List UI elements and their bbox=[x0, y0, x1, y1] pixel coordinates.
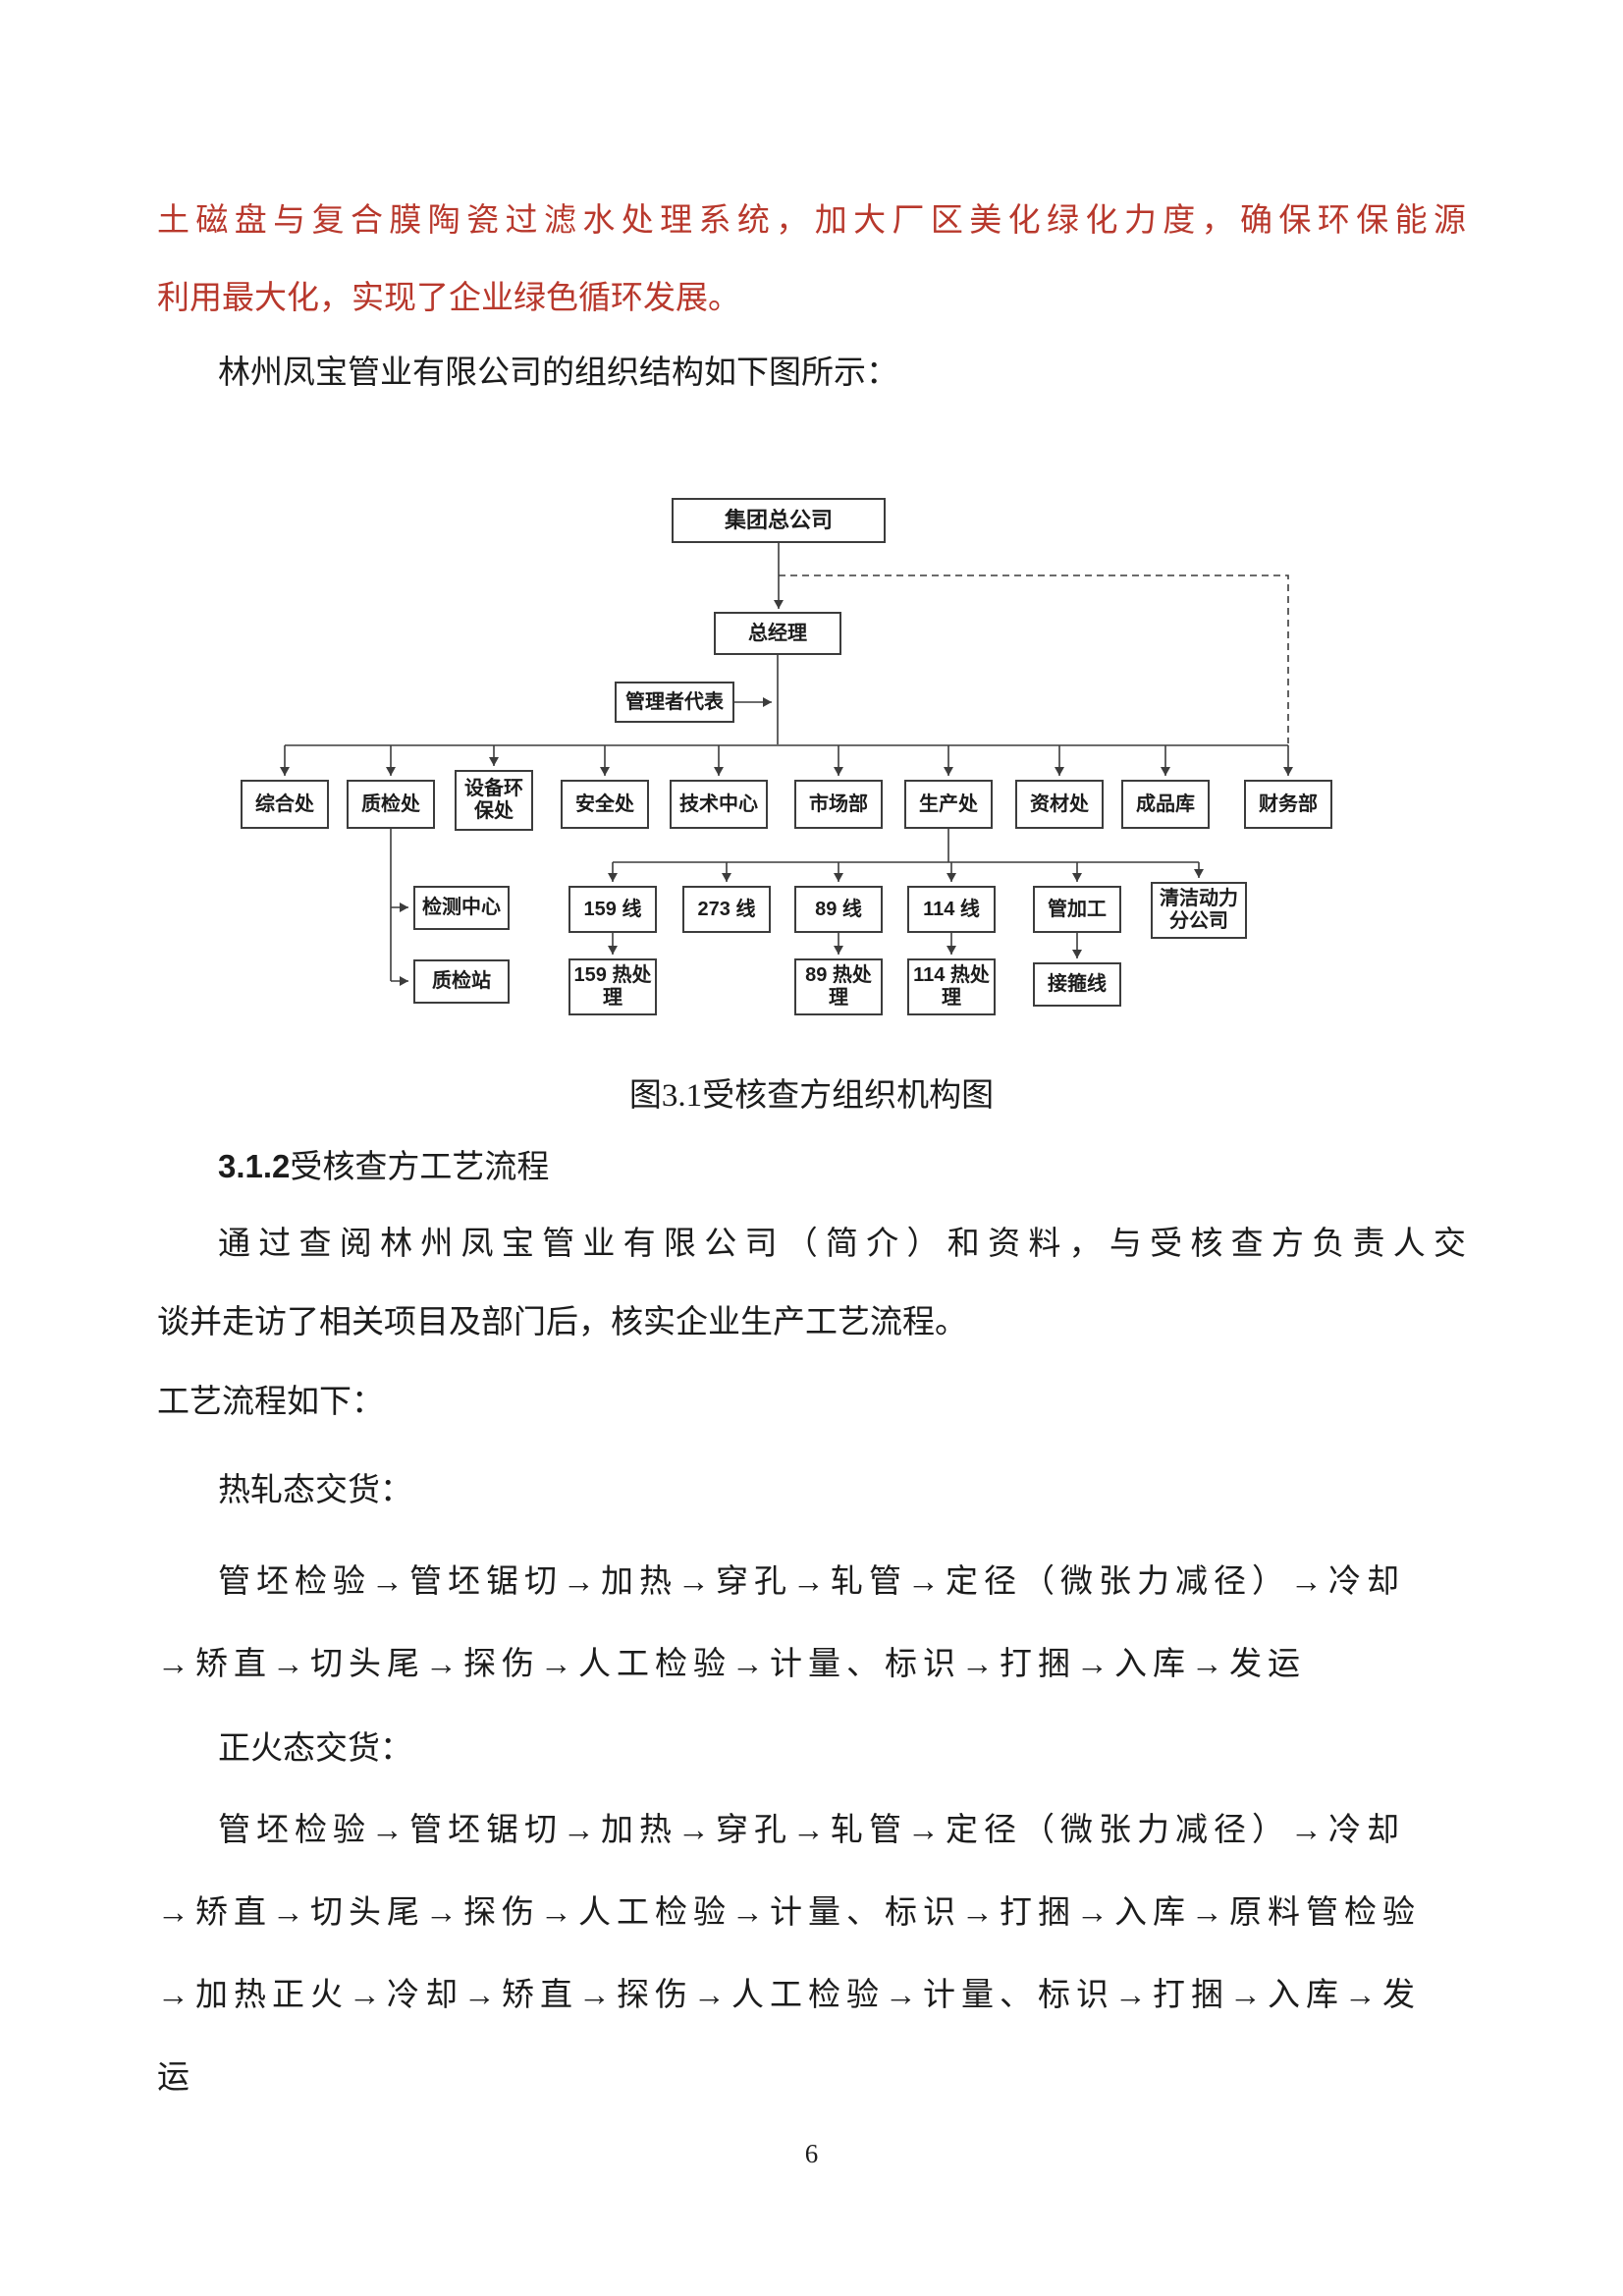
org-box-group-headquarters: 集团总公司 bbox=[672, 498, 886, 543]
org-box-label: 资材处 bbox=[1030, 793, 1089, 815]
section-title: 受核查方工艺流程 bbox=[290, 1150, 550, 1185]
org-box-label: 273 线 bbox=[697, 898, 756, 920]
org-box-label: 财务部 bbox=[1259, 793, 1318, 815]
org-box-label: 生产处 bbox=[919, 793, 978, 815]
org-box-dept-finance: 财务部 bbox=[1244, 780, 1332, 829]
org-box-label: 114 热处理 bbox=[913, 964, 990, 1009]
paragraph-normalized-flow-line-2: →矫直→切头尾→探伤→人工检验→计量、标识→打捆→入库→原料管检验 bbox=[157, 1895, 1421, 1931]
org-box-dept-quality-inspection: 质检处 bbox=[347, 780, 435, 829]
org-box-dept-production: 生产处 bbox=[904, 780, 993, 829]
org-box-dept-materials: 资材处 bbox=[1015, 780, 1104, 829]
paragraph-org-intro: 林州凤宝管业有限公司的组织结构如下图所示： bbox=[218, 355, 898, 391]
org-box-label: 安全处 bbox=[575, 793, 634, 815]
org-box-pipe-machining: 管加工 bbox=[1033, 886, 1121, 933]
paragraph-hot-flow-line-1: 管坯检验→管坯锯切→加热→穿孔→轧管→定径（微张力减径）→冷却 bbox=[218, 1564, 1405, 1600]
org-box-qc-station: 质检站 bbox=[413, 959, 510, 1004]
org-box-line-273: 273 线 bbox=[682, 886, 771, 933]
org-box-label: 114 线 bbox=[923, 898, 980, 920]
org-box-label: 管理者代表 bbox=[625, 690, 724, 713]
org-box-line-114: 114 线 bbox=[907, 886, 996, 933]
org-box-label: 89 线 bbox=[815, 898, 862, 920]
org-box-label: 89 热处理 bbox=[805, 964, 872, 1009]
org-box-label: 综合处 bbox=[255, 793, 314, 815]
org-box-label: 质检站 bbox=[432, 970, 491, 992]
org-box-heat-treatment-159: 159 热处理 bbox=[568, 958, 657, 1015]
paragraph-normalized-flow-line-3: →加热正火→冷却→矫直→探伤→人工检验→计量、标识→打捆→入库→发 bbox=[157, 1978, 1421, 2013]
org-box-label: 成品库 bbox=[1136, 793, 1195, 815]
org-box-heat-treatment-114: 114 热处理 bbox=[907, 958, 996, 1015]
figure-caption: 图3.1受核查方组织机构图 bbox=[628, 1078, 995, 1114]
org-box-dept-marketing: 市场部 bbox=[794, 780, 883, 829]
org-box-label: 清洁动力分公司 bbox=[1160, 888, 1238, 932]
paragraph-normalized-flow-line-4: 运 bbox=[157, 2060, 189, 2096]
org-box-dept-safety: 安全处 bbox=[561, 780, 649, 829]
org-box-general-manager: 总经理 bbox=[714, 612, 841, 655]
org-box-dept-general-affairs: 综合处 bbox=[241, 780, 329, 829]
page-number: 6 bbox=[804, 2139, 819, 2168]
org-box-label: 集团总公司 bbox=[724, 508, 833, 533]
org-box-label: 设备环保处 bbox=[464, 778, 523, 822]
paragraph-hot-flow-line-2: →矫直→切头尾→探伤→人工检验→计量、标识→打捆→入库→发运 bbox=[157, 1647, 1306, 1682]
org-box-testing-center: 检测中心 bbox=[413, 886, 510, 930]
paragraph-normalized-flow-line-1: 管坯检验→管坯锯切→加热→穿孔→轧管→定径（微张力减径）→冷却 bbox=[218, 1813, 1405, 1848]
org-box-label: 总经理 bbox=[748, 622, 807, 644]
paragraph-red-line-1: 土磁盘与复合膜陶瓷过滤水处理系统，加大厂区美化绿化力度，确保环保能源 bbox=[157, 203, 1466, 239]
paragraph-body-line-2: 谈并走访了相关项目及部门后，核实企业生产工艺流程。 bbox=[157, 1305, 967, 1340]
paragraph-hot-title: 热轧态交货： bbox=[218, 1473, 412, 1508]
org-box-label: 质检处 bbox=[361, 793, 420, 815]
org-box-label: 技术中心 bbox=[679, 793, 758, 815]
org-box-dept-finished-goods: 成品库 bbox=[1121, 780, 1210, 829]
org-box-label: 管加工 bbox=[1048, 898, 1107, 920]
org-box-line-159: 159 线 bbox=[568, 886, 657, 933]
paragraph-body-line-1: 通过查阅林州凤宝管业有限公司（简介）和资料，与受核查方负责人交 bbox=[218, 1227, 1466, 1262]
org-box-label: 市场部 bbox=[809, 793, 868, 815]
org-box-label: 接箍线 bbox=[1048, 973, 1107, 995]
paragraph-red-line-2: 利用最大化，实现了企业绿色循环发展。 bbox=[157, 281, 740, 316]
org-box-clean-power-branch: 清洁动力分公司 bbox=[1151, 882, 1247, 939]
org-box-coupling-line: 接箍线 bbox=[1033, 962, 1121, 1007]
org-box-heat-treatment-89: 89 热处理 bbox=[794, 958, 883, 1015]
section-heading: 3.1.2受核查方工艺流程 bbox=[218, 1140, 549, 1187]
org-box-line-89: 89 线 bbox=[794, 886, 883, 933]
org-box-dept-equipment-environment: 设备环保处 bbox=[455, 770, 533, 831]
org-box-label: 159 线 bbox=[583, 898, 642, 920]
org-box-management-rep: 管理者代表 bbox=[615, 682, 734, 723]
section-number: 3.1.2 bbox=[218, 1148, 291, 1184]
org-box-dept-technology-center: 技术中心 bbox=[670, 780, 768, 829]
org-box-label: 检测中心 bbox=[422, 897, 501, 918]
paragraph-process-intro: 工艺流程如下： bbox=[157, 1385, 384, 1420]
paragraph-normalized-title: 正火态交货： bbox=[218, 1731, 412, 1767]
org-box-label: 159 热处理 bbox=[573, 964, 652, 1009]
